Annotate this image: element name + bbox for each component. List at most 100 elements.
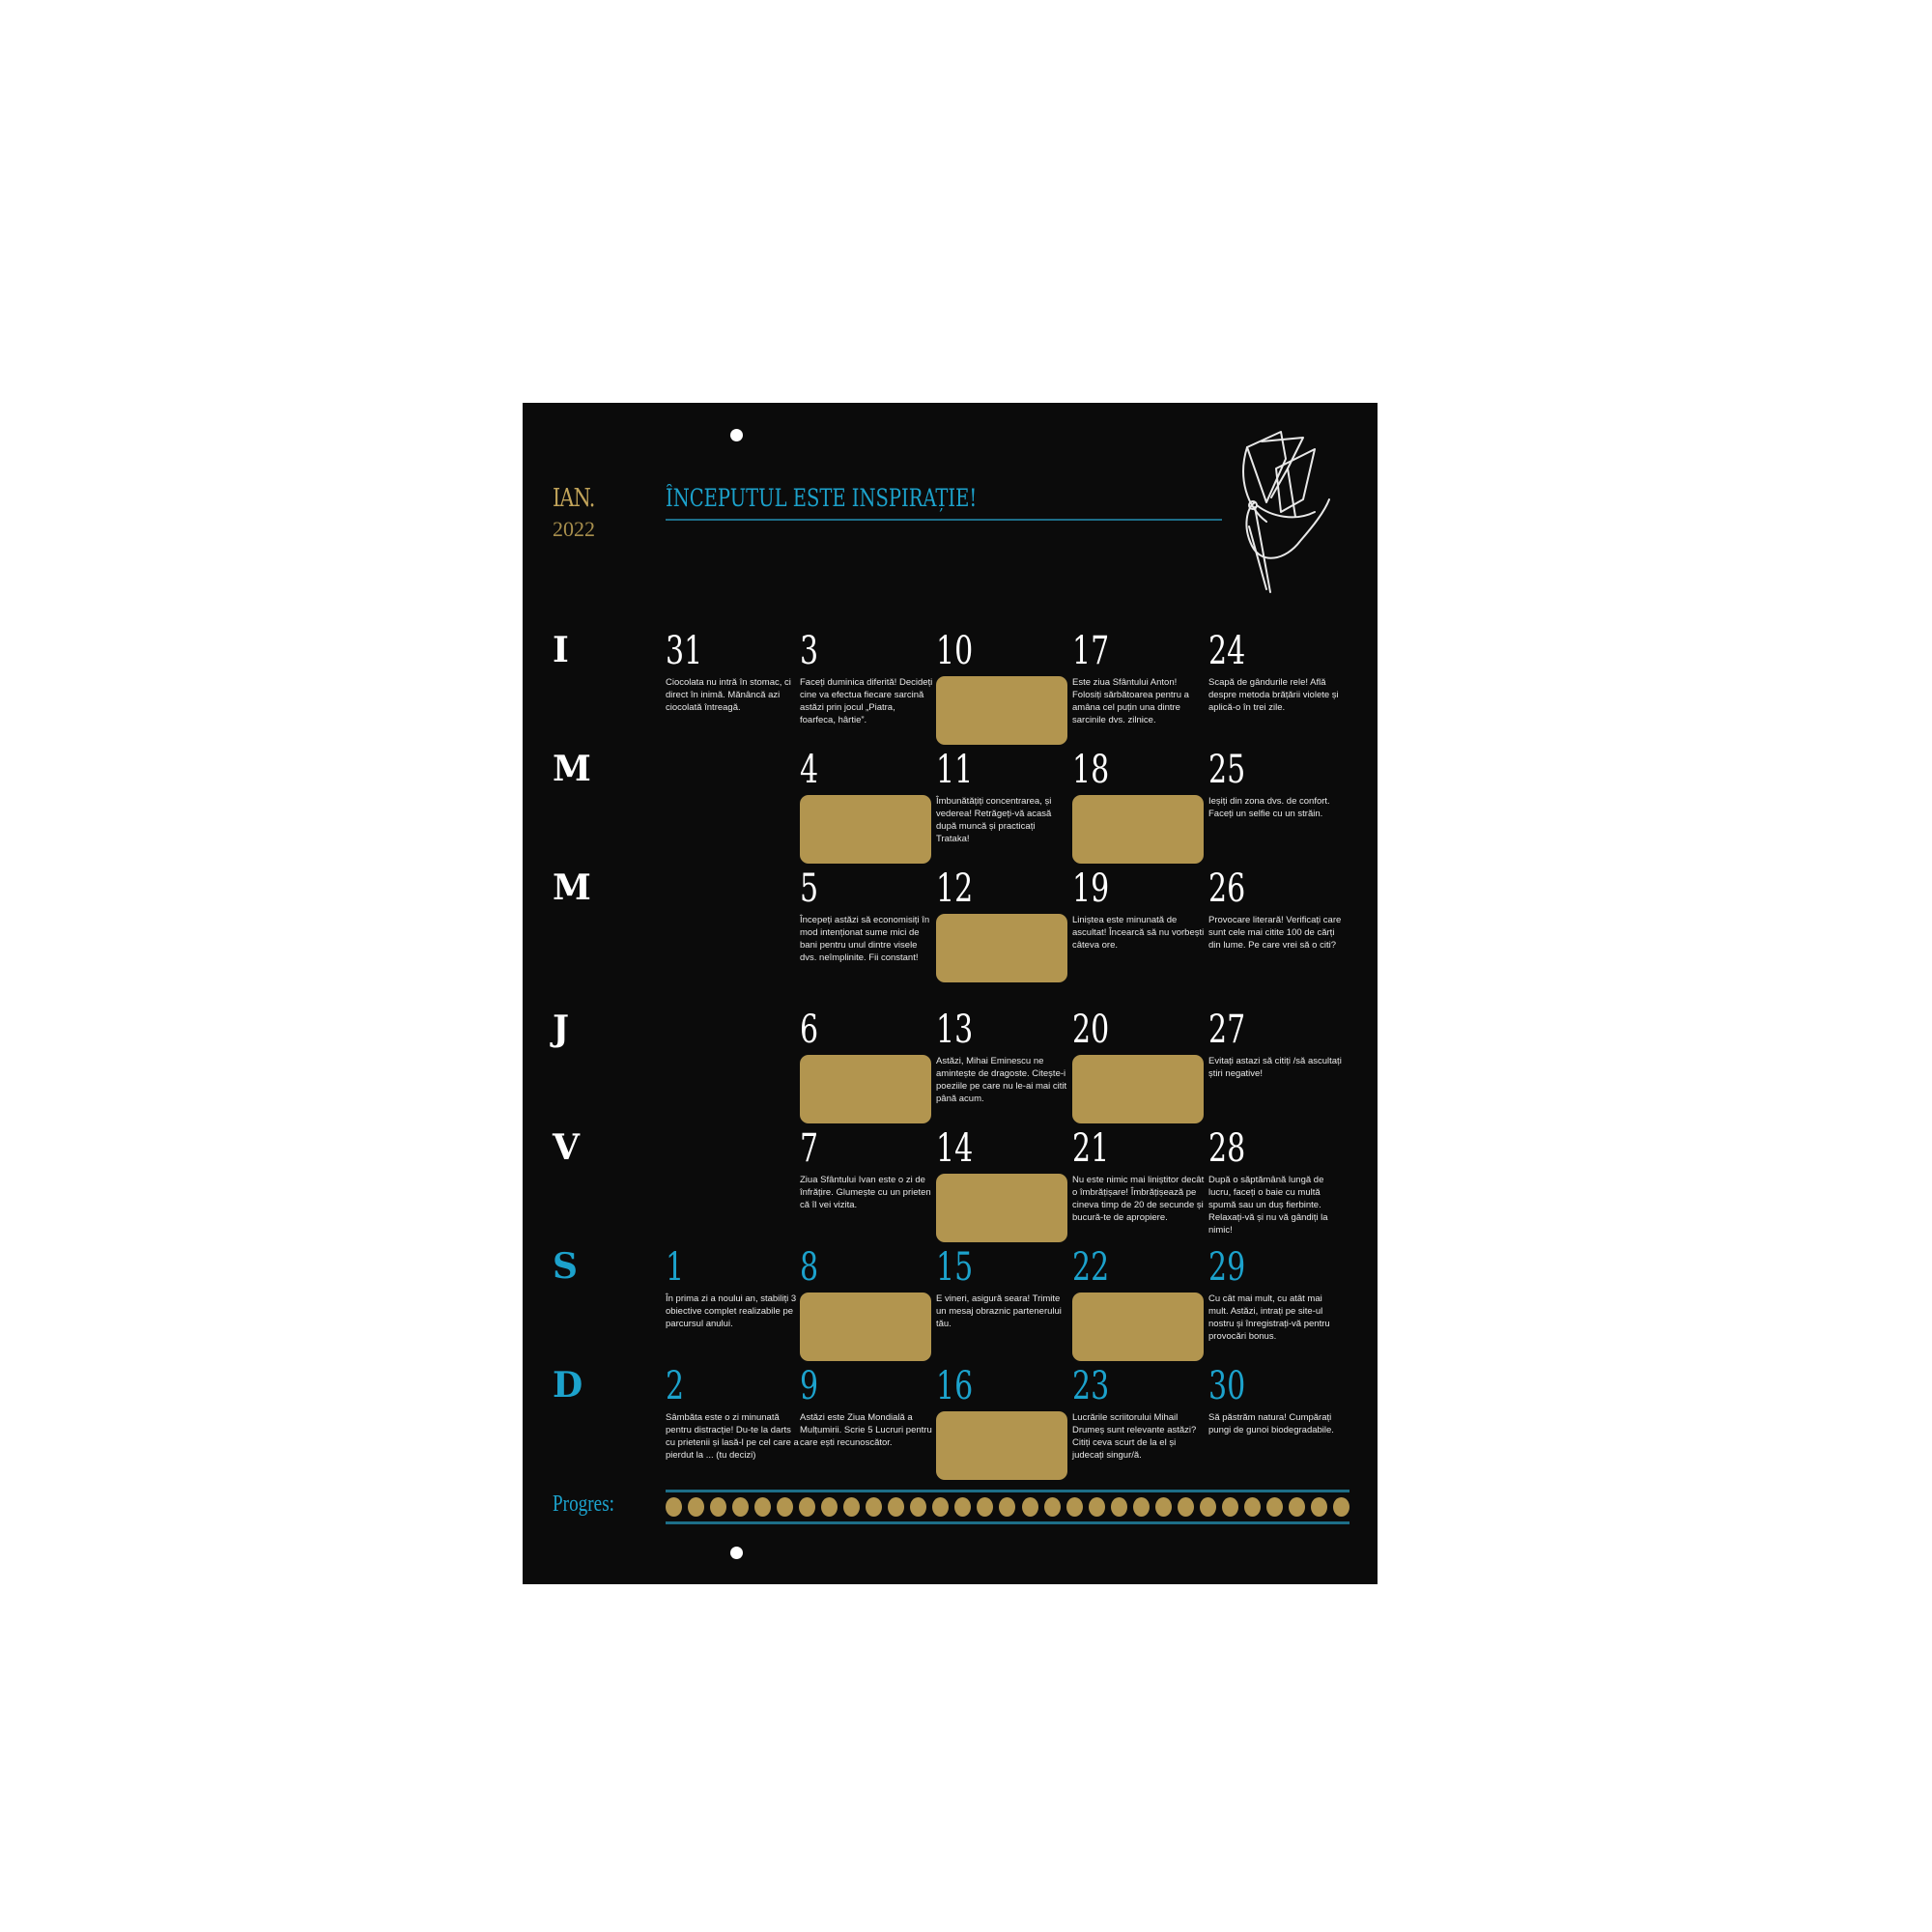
scratch-off-box[interactable] <box>800 795 931 864</box>
progress-dot[interactable] <box>754 1497 772 1517</box>
day-challenge-text: Ciocolata nu intră în stomac, ci direct … <box>666 677 791 713</box>
progress-dot[interactable] <box>977 1497 994 1517</box>
day-number: 16 <box>936 1364 974 1408</box>
day-challenge-text: Lucrările scriitorului Mihail Drumeș sun… <box>1072 1412 1197 1461</box>
progress-dot[interactable] <box>910 1497 927 1517</box>
scratch-off-box[interactable] <box>1072 1055 1204 1123</box>
progress-dot[interactable] <box>1243 1497 1261 1517</box>
day-cell: 20 <box>1072 1009 1206 1123</box>
day-number: 15 <box>936 1245 974 1290</box>
day-challenge-text: Să păstrăm natura! Cumpărați pungi de gu… <box>1208 1412 1334 1435</box>
day-cell: 3 Faceți duminica diferită! Decideți cin… <box>800 630 933 726</box>
scratch-off-box[interactable] <box>800 1055 931 1123</box>
progress-dot[interactable] <box>999 1497 1016 1517</box>
day-challenge-text: Nu este nimic mai liniștitor decât o îmb… <box>1072 1175 1205 1223</box>
progress-dot[interactable] <box>799 1497 816 1517</box>
calendar-page: IAN. 20 22 ÎNCEPUTUL ESTE INSPIRAȚIE! I M… <box>523 403 1378 1584</box>
day-cell: 24 Scapă de gândurile rele! Află despre … <box>1208 630 1342 714</box>
day-number: 5 <box>800 867 819 911</box>
day-cell: 21 Nu este nimic mai liniștitor decât o … <box>1072 1127 1206 1224</box>
day-number: 17 <box>1072 629 1110 673</box>
scratch-off-box[interactable] <box>800 1293 931 1361</box>
progress-dot[interactable] <box>710 1497 727 1517</box>
progress-dot[interactable] <box>1288 1497 1305 1517</box>
day-cell: 25 Ieșiți din zona dvs. de confort. Face… <box>1208 749 1342 820</box>
progress-dot[interactable] <box>1132 1497 1150 1517</box>
progress-dot[interactable] <box>777 1497 794 1517</box>
progress-dot[interactable] <box>866 1497 883 1517</box>
day-cell: 18 <box>1072 749 1206 864</box>
day-number: 1 <box>666 1245 685 1290</box>
progress-dot[interactable] <box>1199 1497 1216 1517</box>
day-cell: 4 <box>800 749 933 864</box>
day-cell: 30 Să păstrăm natura! Cumpărați pungi de… <box>1208 1365 1342 1436</box>
progress-dot[interactable] <box>1043 1497 1061 1517</box>
progress-dot[interactable] <box>1110 1497 1127 1517</box>
progress-dot[interactable] <box>932 1497 950 1517</box>
day-cell: 6 <box>800 1009 933 1123</box>
progress-dot[interactable] <box>1265 1497 1283 1517</box>
bottom-hanging-hole <box>730 1547 743 1559</box>
progress-dot[interactable] <box>732 1497 750 1517</box>
weekday-label-monday: I <box>553 630 569 670</box>
progress-dot[interactable] <box>1021 1497 1038 1517</box>
progress-dot[interactable] <box>821 1497 838 1517</box>
day-cell: 9 Astăzi este Ziua Mondială a Mulțumirii… <box>800 1365 933 1449</box>
day-cell: 8 <box>800 1246 933 1361</box>
weekday-label-saturday: S <box>553 1246 578 1287</box>
progress-dot[interactable] <box>843 1497 861 1517</box>
scratch-off-box[interactable] <box>936 1174 1067 1242</box>
scratch-off-box[interactable] <box>1072 795 1204 864</box>
page-title: ÎNCEPUTUL ESTE INSPIRAȚIE! <box>666 484 978 512</box>
tulip-line-drawing-icon <box>1242 431 1330 593</box>
day-number: 29 <box>1208 1245 1246 1290</box>
progress-top-line <box>666 1490 1350 1492</box>
day-number: 8 <box>800 1245 819 1290</box>
weekday-label-sunday: D <box>553 1365 583 1406</box>
progress-dot[interactable] <box>1065 1497 1083 1517</box>
progress-dot[interactable] <box>888 1497 905 1517</box>
day-number: 24 <box>1208 629 1246 673</box>
progress-dot[interactable] <box>1310 1497 1327 1517</box>
day-challenge-text: Ziua Sfântului Ivan este o zi de înfrăți… <box>800 1175 931 1210</box>
day-challenge-text: În prima zi a noului an, stabiliți 3 obi… <box>666 1293 797 1329</box>
day-number: 11 <box>936 748 974 792</box>
progress-dot[interactable] <box>954 1497 972 1517</box>
day-number: 7 <box>800 1126 819 1171</box>
scratch-off-box[interactable] <box>1072 1293 1204 1361</box>
progress-dot[interactable] <box>688 1497 705 1517</box>
day-cell: 22 <box>1072 1246 1206 1361</box>
day-number: 18 <box>1072 748 1110 792</box>
progress-dot[interactable] <box>1154 1497 1172 1517</box>
progress-dot[interactable] <box>1088 1497 1105 1517</box>
day-cell: 27 Evitați astazi să citiți /să ascultaț… <box>1208 1009 1342 1080</box>
day-number: 10 <box>936 629 974 673</box>
weekday-label-tuesday: M <box>553 749 591 789</box>
day-number: 23 <box>1072 1364 1110 1408</box>
day-cell: 29 Cu cât mai mult, cu atât mai mult. As… <box>1208 1246 1342 1343</box>
day-number: 2 <box>666 1364 685 1408</box>
day-number: 21 <box>1072 1126 1110 1171</box>
day-cell: 12 <box>936 867 1069 982</box>
day-number: 19 <box>1072 867 1110 911</box>
progress-dot[interactable] <box>1177 1497 1194 1517</box>
day-number: 26 <box>1208 867 1246 911</box>
day-number: 4 <box>800 748 819 792</box>
scratch-off-box[interactable] <box>936 1411 1067 1480</box>
title-underline <box>666 519 1222 521</box>
top-hanging-hole <box>730 429 743 441</box>
day-number: 22 <box>1072 1245 1110 1290</box>
day-challenge-text: Ieșiți din zona dvs. de confort. Faceți … <box>1208 796 1330 819</box>
progress-dot[interactable] <box>1221 1497 1238 1517</box>
day-challenge-text: Este ziua Sfântului Anton! Folosiți sărb… <box>1072 677 1189 725</box>
scratch-off-box[interactable] <box>936 676 1067 745</box>
progress-label: Progres: <box>553 1492 614 1517</box>
progress-dot[interactable] <box>1332 1497 1350 1517</box>
day-cell: 1 În prima zi a noului an, stabiliți 3 o… <box>666 1246 799 1330</box>
month-label: IAN. <box>553 484 595 513</box>
day-cell: 28 După o săptămână lungă de lucru, face… <box>1208 1127 1342 1236</box>
scratch-off-box[interactable] <box>936 914 1067 982</box>
progress-dot[interactable] <box>666 1497 682 1517</box>
day-number: 27 <box>1208 1008 1246 1052</box>
day-challenge-text: Astăzi este Ziua Mondială a Mulțumirii. … <box>800 1412 932 1448</box>
